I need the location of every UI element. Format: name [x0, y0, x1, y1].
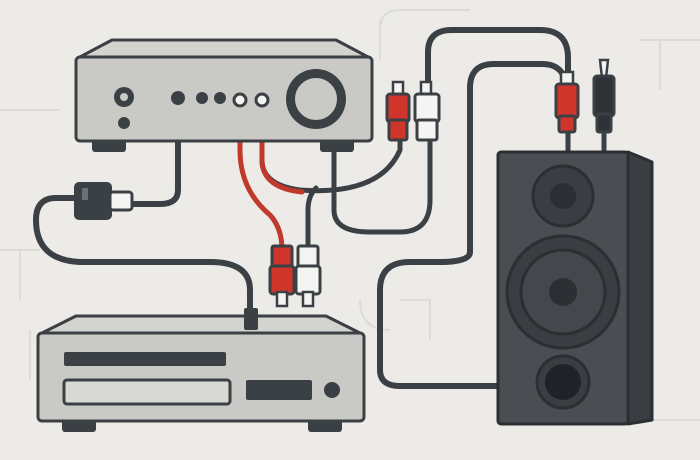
power-plug — [74, 182, 134, 220]
amplifier — [74, 38, 374, 152]
amp-to-rca-cable — [331, 137, 433, 235]
rca-plug-white-lower — [294, 244, 322, 308]
speaker-plugs — [554, 58, 616, 134]
rca-plugs-lower — [268, 244, 322, 308]
disc-player — [36, 308, 366, 432]
amp-indicator-icon — [196, 92, 208, 104]
player-button-icon — [246, 380, 312, 400]
power-cable — [33, 95, 253, 321]
player-front-panel — [36, 331, 366, 423]
amp-power-socket-icon — [171, 91, 185, 105]
player-display-icon — [64, 352, 226, 366]
amp-indicator-icon — [214, 92, 226, 104]
rca-red-cable — [237, 103, 285, 253]
speaker-plug-black — [592, 58, 616, 134]
power-plug-body-icon — [74, 182, 112, 220]
amp-rca-jack-white-icon — [254, 92, 270, 108]
rca-plug-white-upper — [413, 80, 441, 142]
amp-power-button-icon — [118, 117, 130, 129]
player-input-plug-icon — [244, 308, 258, 330]
rca-plug-red-lower — [268, 244, 296, 308]
amp-rca-jack-red-icon — [232, 92, 248, 108]
speaker-side — [626, 150, 654, 426]
player-signal-cable — [305, 185, 319, 253]
power-plug-tip-icon — [108, 190, 134, 212]
player-power-button-icon — [324, 382, 340, 398]
speaker — [496, 150, 654, 426]
rca-red-loop — [259, 103, 305, 195]
speaker-plug-red — [554, 70, 580, 134]
amp-top — [76, 38, 372, 60]
player-disc-tray-icon — [62, 378, 232, 406]
rca-plug-red-upper — [385, 80, 411, 142]
speaker-top-cable — [425, 27, 571, 85]
rca-plugs-upper — [385, 80, 441, 142]
player-top — [38, 314, 364, 336]
